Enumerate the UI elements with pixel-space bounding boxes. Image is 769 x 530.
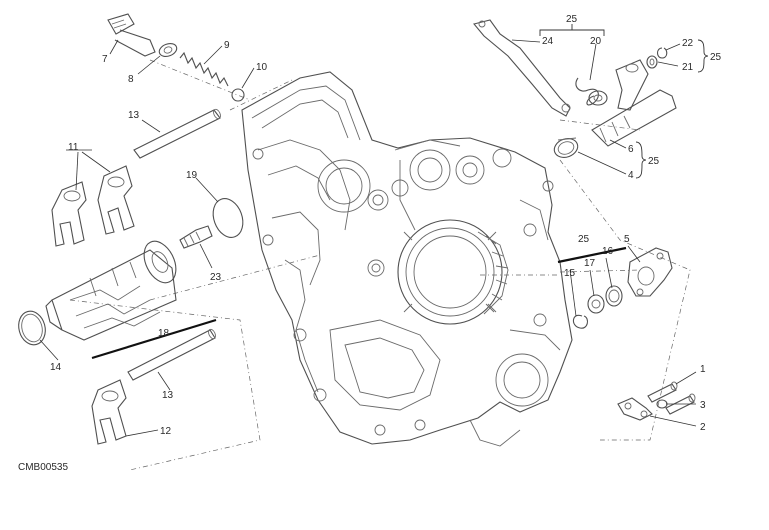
callout-20: 20: [590, 36, 602, 47]
callout-24: 24: [542, 36, 554, 47]
callout-16: 16: [602, 246, 614, 257]
bracket-group-25-mid: [635, 141, 647, 179]
callout-22: 22: [682, 38, 694, 49]
gearshift-shaft-6: [588, 59, 677, 147]
callout-6: 6: [628, 144, 634, 155]
spring-9: [179, 51, 229, 87]
bracket-group-25-low: [557, 246, 627, 264]
callout-2: 2: [700, 422, 706, 433]
callout-25-mid: 25: [648, 156, 660, 167]
circlip-15: [572, 314, 589, 329]
shift-fork-11-a: [51, 181, 87, 247]
ball-10: [231, 88, 245, 102]
shift-pin-7: [107, 13, 156, 57]
bolt-1-b: [665, 393, 696, 415]
fork-shaft-13-upper: [133, 108, 221, 159]
bracket-group-25-right: [697, 39, 709, 73]
shift-fork-12: [91, 379, 127, 445]
callout-7: 7: [102, 54, 108, 65]
spring-4: [553, 137, 579, 158]
shift-lever-24: [473, 19, 571, 117]
callout-11: 11: [68, 142, 79, 153]
selector-drum-18: [45, 240, 177, 341]
bolt-1-a: [647, 381, 678, 403]
callout-25-right: 25: [710, 52, 722, 63]
callout-8: 8: [128, 74, 134, 85]
bracket-selector-drum-18: [91, 318, 217, 360]
callout-13-lower: 13: [162, 390, 174, 401]
callout-14: 14: [50, 362, 62, 373]
callout-1: 1: [700, 364, 706, 375]
callout-25-low: 25: [578, 234, 590, 245]
callout-5: 5: [624, 234, 630, 245]
callout-18: 18: [158, 328, 170, 339]
callout-17: 17: [584, 258, 596, 269]
callout-12: 12: [160, 426, 172, 437]
callout-19: 19: [186, 170, 198, 181]
washer-17: [587, 294, 605, 314]
callout-15: 15: [564, 268, 576, 279]
leader-lines: [39, 39, 697, 437]
callout-labels: 7 8 9 10 13 11 19 23 18 13 12 14 25 24 2…: [18, 14, 722, 473]
callout-3: 3: [700, 400, 706, 411]
callout-10: 10: [256, 62, 268, 73]
screw-23: [179, 225, 213, 249]
shift-fork-11-b: [97, 165, 135, 235]
washer-8: [158, 43, 178, 57]
callout-4: 4: [628, 170, 634, 181]
bracket-group-25-top: [539, 24, 605, 36]
assembly-center-lines: [69, 59, 691, 471]
callout-9: 9: [224, 40, 230, 51]
crankcase-half: [241, 71, 573, 447]
seal-16: [605, 285, 623, 307]
callout-25-top: 25: [566, 14, 578, 25]
callout-13-upper: 13: [128, 110, 140, 121]
cover-plate-5: [627, 247, 673, 297]
circlip-22: [656, 47, 668, 59]
circlip-14: [18, 310, 46, 346]
washer-21: [646, 55, 658, 69]
spring-20: [575, 77, 599, 106]
callout-23: 23: [210, 272, 222, 283]
o-ring-19: [212, 198, 244, 238]
plate-2: [617, 397, 653, 421]
drawing-code: CMB00535: [18, 462, 68, 473]
fork-shaft-13-lower: [127, 328, 216, 381]
callout-21: 21: [682, 62, 694, 73]
